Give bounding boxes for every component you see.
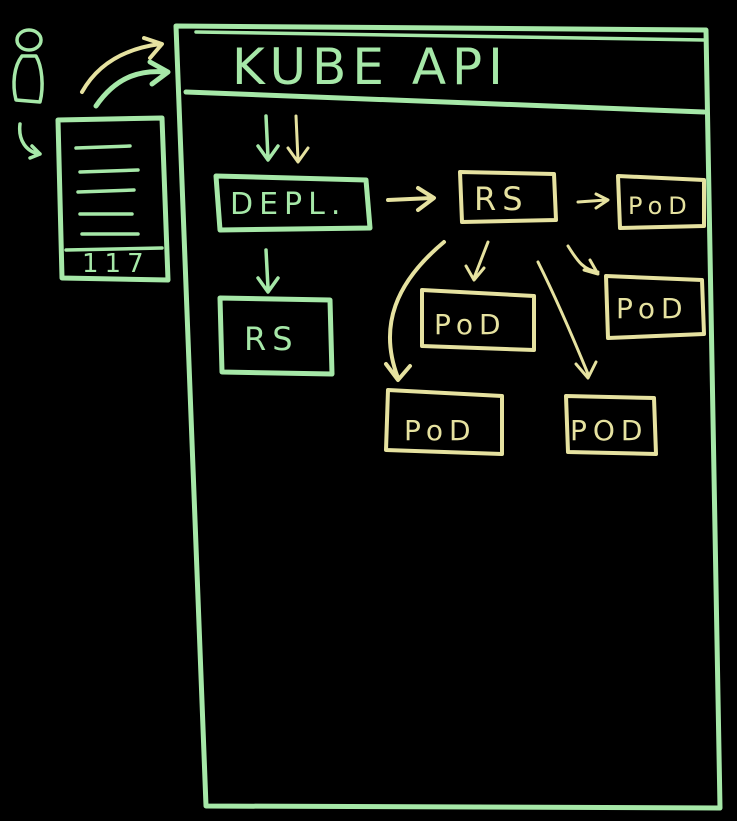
pod-node-5: POD (564, 394, 658, 456)
pod-label-4: PoD (404, 414, 477, 447)
rs-to-pod-5-arrow (536, 260, 598, 380)
into-deployment-arrow-green (256, 114, 280, 162)
rs-to-pod-1-arrow (576, 192, 610, 210)
rs-old-node: RS (217, 295, 335, 377)
pod-node-4: PoD (384, 388, 504, 456)
api-title: KUBE API (232, 38, 509, 96)
rs-old-label: RS (244, 320, 299, 358)
kube-api-box (173, 23, 723, 811)
deployment-node: DEPL. (213, 173, 373, 233)
deployment-to-rs-old-arrow (256, 248, 280, 294)
pod-node-2: PoD (420, 288, 536, 352)
pod-node-3: PoD (604, 274, 706, 340)
rs-new-label: RS (474, 180, 529, 218)
pod-label-5: POD (570, 414, 648, 447)
api-header-divider (183, 89, 707, 115)
rs-to-pod-3-arrow (566, 244, 600, 276)
api-header-top-line (194, 30, 706, 42)
rs-to-pod-4-arrow (384, 240, 446, 382)
rs-new-node: RS (458, 170, 558, 224)
pod-label-3: PoD (616, 292, 689, 325)
deployment-label: DEPL. (230, 187, 346, 222)
into-deployment-arrow-yellow (286, 114, 310, 164)
manifest-to-api-arrow-green (93, 59, 171, 109)
deployment-to-rs-new-arrow (386, 186, 436, 212)
pod-node-1: PoD (616, 174, 706, 230)
manifest-document: 117 (55, 115, 171, 283)
pod-label-2: PoD (434, 308, 507, 341)
pod-label-1: PoD (628, 192, 693, 220)
user-to-manifest-arrow (17, 122, 42, 160)
manifest-to-api-arrow-yellow (80, 36, 164, 94)
rs-to-pod-2-arrow (464, 240, 490, 282)
manifest-number: 117 (82, 249, 150, 279)
user-icon (12, 28, 44, 104)
